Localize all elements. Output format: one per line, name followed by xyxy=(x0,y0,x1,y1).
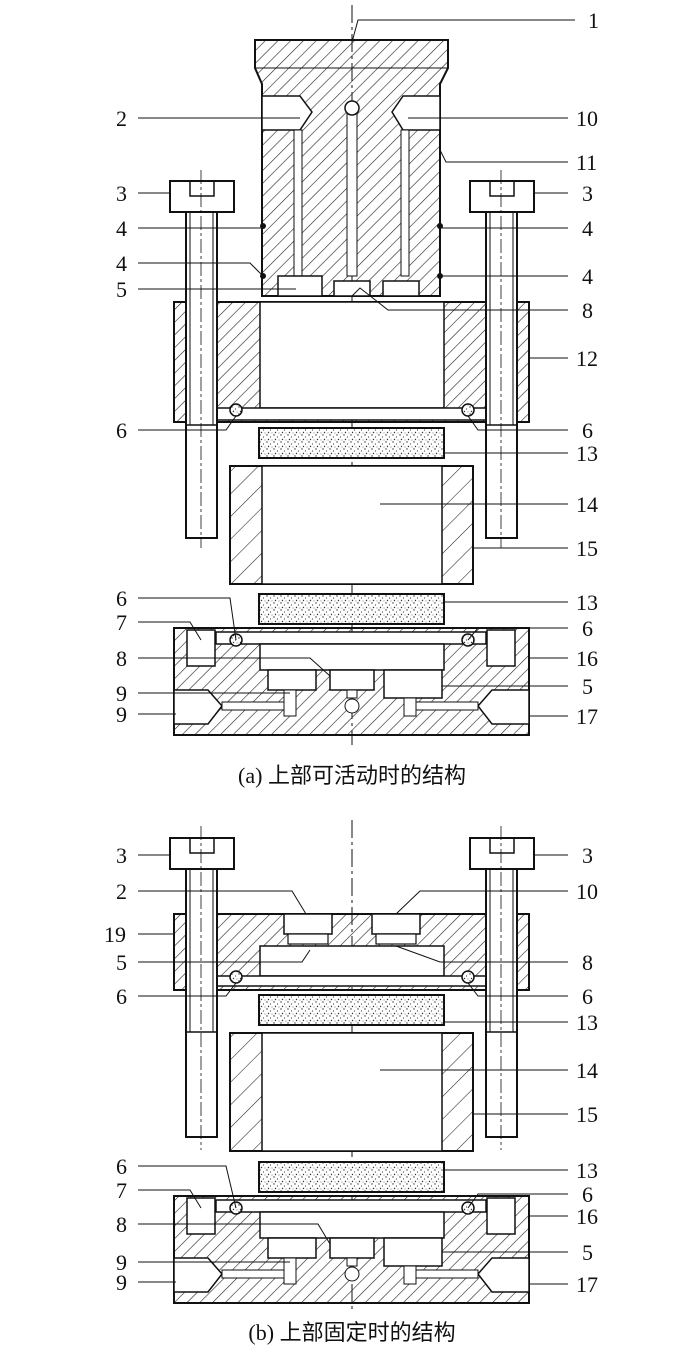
label-b-6-left-upper: 6 xyxy=(116,984,127,1009)
label-a-11: 11 xyxy=(576,150,597,175)
label-a-13-upper: 13 xyxy=(576,441,598,466)
label-b-15: 15 xyxy=(576,1102,598,1127)
label-b-7: 7 xyxy=(116,1178,127,1203)
label-a-3-left: 3 xyxy=(116,181,127,206)
label-a-4-left-lower: 4 xyxy=(116,251,127,276)
label-b-10: 10 xyxy=(576,879,598,904)
upper-block-11 xyxy=(254,39,449,297)
label-b-9-lower: 9 xyxy=(116,1270,127,1295)
caption-a: (a) 上部可活动时的结构 xyxy=(238,763,466,788)
labels-a: 1 2 10 11 3 3 4 4 4 4 5 8 12 6 6 13 14 1… xyxy=(116,8,599,729)
label-a-6-right-lower: 6 xyxy=(582,616,593,641)
bolt-left-3 xyxy=(169,170,235,548)
frame-12 xyxy=(173,301,530,423)
pad-13-upper xyxy=(258,427,445,459)
label-a-1: 1 xyxy=(588,8,599,33)
label-b-5-lower: 5 xyxy=(582,1240,593,1265)
label-a-17: 17 xyxy=(576,704,598,729)
sleeve-15 xyxy=(229,465,474,585)
label-b-2: 2 xyxy=(116,879,127,904)
label-a-3-right: 3 xyxy=(582,181,593,206)
diagram-a: 1 2 10 11 3 3 4 4 4 4 5 8 12 6 6 13 14 1… xyxy=(116,5,599,788)
label-a-7: 7 xyxy=(116,610,127,635)
label-a-6-left-upper: 6 xyxy=(116,418,127,443)
label-a-5-lower: 5 xyxy=(582,674,593,699)
label-b-8-lower: 8 xyxy=(116,1212,127,1237)
label-b-14: 14 xyxy=(576,1058,598,1083)
label-a-16: 16 xyxy=(576,646,598,671)
label-b-6-right-lower: 6 xyxy=(582,1182,593,1207)
label-a-2: 2 xyxy=(116,106,127,131)
sleeve-15-b xyxy=(229,1032,474,1152)
diagram-b: 3 3 2 10 19 5 8 6 6 13 14 15 6 13 7 6 16… xyxy=(104,820,598,1345)
label-b-17: 17 xyxy=(576,1272,598,1297)
label-a-8-upper: 8 xyxy=(582,298,593,323)
bolt-left-3-b xyxy=(169,826,235,1150)
label-b-13-lower: 13 xyxy=(576,1158,598,1183)
label-b-16: 16 xyxy=(576,1204,598,1229)
base-16-b xyxy=(173,1195,530,1304)
pad-13-lower xyxy=(258,593,445,625)
label-a-9-lower: 9 xyxy=(116,702,127,727)
label-a-4-right-lower: 4 xyxy=(582,264,593,289)
label-a-9-upper: 9 xyxy=(116,681,127,706)
label-a-13-lower: 13 xyxy=(576,590,598,615)
label-a-5: 5 xyxy=(116,277,127,302)
plate-19 xyxy=(173,913,530,991)
pad-13-upper-b xyxy=(258,994,445,1026)
label-b-5: 5 xyxy=(116,950,127,975)
label-b-6-left-lower: 6 xyxy=(116,1154,127,1179)
label-b-6-right-upper: 6 xyxy=(582,984,593,1009)
label-a-12: 12 xyxy=(576,346,598,371)
label-a-4-right-upper: 4 xyxy=(582,216,593,241)
labels-b: 3 3 2 10 19 5 8 6 6 13 14 15 6 13 7 6 16… xyxy=(104,843,598,1297)
base-16 xyxy=(173,627,530,736)
leaders-b xyxy=(138,854,568,1285)
bolt-right-3 xyxy=(469,170,535,548)
caption-b: (b) 上部固定时的结构 xyxy=(248,1320,455,1345)
label-b-9-upper: 9 xyxy=(116,1250,127,1275)
bolt-right-3-b xyxy=(469,826,535,1150)
label-a-6-left-lower: 6 xyxy=(116,586,127,611)
label-b-3-right: 3 xyxy=(582,843,593,868)
label-a-6-right-upper: 6 xyxy=(582,418,593,443)
label-a-4-left-upper: 4 xyxy=(116,216,127,241)
label-a-8-lower: 8 xyxy=(116,646,127,671)
label-b-19: 19 xyxy=(104,922,126,947)
label-a-10: 10 xyxy=(576,106,598,131)
label-a-14: 14 xyxy=(576,492,598,517)
leaders-a xyxy=(138,19,575,717)
pad-13-lower-b xyxy=(258,1161,445,1193)
label-b-8-upper: 8 xyxy=(582,950,593,975)
label-b-13-upper: 13 xyxy=(576,1010,598,1035)
label-b-3-left: 3 xyxy=(116,843,127,868)
label-a-15: 15 xyxy=(576,536,598,561)
